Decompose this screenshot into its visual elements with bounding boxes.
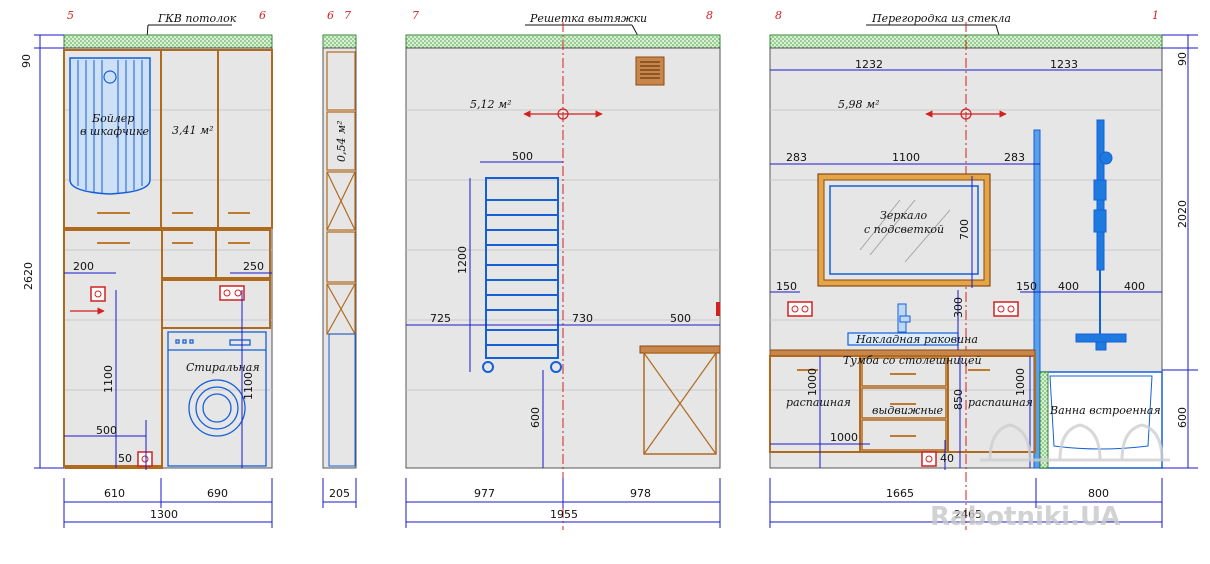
dim-730: 730 bbox=[572, 312, 593, 325]
dim-1000-right: 1000 bbox=[1014, 368, 1027, 396]
washer-label: Стиральная bbox=[186, 361, 260, 374]
dim-610: 610 bbox=[104, 487, 125, 500]
mirror bbox=[817, 173, 991, 287]
dim-283-left: 283 bbox=[786, 151, 807, 164]
dim-200: 200 bbox=[73, 260, 94, 273]
ceiling-label: ГКВ потолок bbox=[157, 12, 237, 25]
vanity-cabinet bbox=[769, 349, 1036, 453]
dim-850: 850 bbox=[952, 389, 965, 410]
axis-label-left: 6 bbox=[327, 9, 334, 22]
axis-label-left: 5 bbox=[67, 9, 74, 22]
dim-500-right: 500 bbox=[670, 312, 691, 325]
boiler-label-line1: Бойлер bbox=[91, 112, 134, 125]
dim-1200: 1200 bbox=[456, 246, 469, 274]
dim-1000-bottom: 1000 bbox=[830, 431, 858, 444]
ceiling-hatch bbox=[63, 34, 273, 49]
dim-50: 50 bbox=[118, 452, 132, 465]
dim-400-left: 400 bbox=[1058, 280, 1079, 293]
vent-label: Решетка вытяжки bbox=[529, 12, 647, 25]
dim-150-left: 150 bbox=[776, 280, 797, 293]
socket-icon bbox=[787, 301, 1019, 467]
dim-90: 90 bbox=[1176, 52, 1189, 66]
dim-500: 500 bbox=[96, 424, 117, 437]
area-label: 5,12 м² bbox=[470, 98, 512, 111]
dim-600: 600 bbox=[529, 407, 542, 428]
dim-205: 205 bbox=[329, 487, 350, 500]
dim-90: 90 bbox=[20, 54, 33, 68]
panel-1: 5 6 ГКВ потолок bbox=[20, 9, 273, 528]
dim-283-right: 283 bbox=[1004, 151, 1025, 164]
dim-1232: 1232 bbox=[855, 58, 883, 71]
axis-label-left: 8 bbox=[775, 9, 782, 22]
panel-4: 8 1 Перегородка из стекла 5,98 м² bbox=[769, 9, 1198, 530]
dim-250: 250 bbox=[243, 260, 264, 273]
dim-1100-right: 1100 bbox=[242, 372, 255, 400]
dim-600: 600 bbox=[1176, 407, 1189, 428]
dim-800: 800 bbox=[1088, 487, 1109, 500]
axis-label-right: 8 bbox=[706, 9, 713, 22]
axis-label-right: 6 bbox=[259, 9, 266, 22]
dim-400-right: 400 bbox=[1124, 280, 1145, 293]
door-left-label: распашная bbox=[786, 396, 851, 409]
dim-300: 300 bbox=[952, 297, 965, 318]
dim-1665: 1665 bbox=[886, 487, 914, 500]
axis-label-left: 7 bbox=[412, 9, 419, 22]
boiler-label-line2: в шкафчике bbox=[80, 125, 150, 138]
light-fixture-icon bbox=[523, 108, 603, 120]
dim-977: 977 bbox=[474, 487, 495, 500]
washing-machine bbox=[167, 331, 267, 467]
sink-label: Накладная раковина bbox=[855, 333, 978, 346]
watermark-text: Rabotniki.UA bbox=[930, 502, 1120, 532]
boiler-drawing bbox=[69, 57, 151, 195]
wall-elevation bbox=[322, 47, 357, 469]
dim-1100: 1100 bbox=[892, 151, 920, 164]
axis-label-right: 7 bbox=[344, 9, 351, 22]
side-cabinet bbox=[639, 345, 721, 455]
watermark: Rabotniki.UA bbox=[930, 423, 1170, 532]
dim-700: 700 bbox=[958, 219, 971, 240]
panel-3: 7 8 Решетка вытяжки 5,12 м² bbox=[405, 9, 721, 530]
glass-partition-label: Перегородка из стекла bbox=[871, 12, 1011, 25]
mirror-label-line1: Зеркало bbox=[880, 209, 928, 222]
cabinet-outline bbox=[63, 49, 273, 469]
door-right-label: распашная bbox=[968, 396, 1033, 409]
dim-40: 40 bbox=[940, 452, 954, 465]
dim-1100-left: 1100 bbox=[102, 365, 115, 393]
dim-690: 690 bbox=[207, 487, 228, 500]
dim-1300: 1300 bbox=[150, 508, 178, 521]
panel-2: 6 7 0,54 м² 205 bbox=[322, 9, 357, 508]
bath-label: Ванна встроенная bbox=[1049, 404, 1161, 417]
dim-1233: 1233 bbox=[1050, 58, 1078, 71]
dim-2620: 2620 bbox=[22, 262, 35, 290]
dim-978: 978 bbox=[630, 487, 651, 500]
dim-500-top: 500 bbox=[512, 150, 533, 163]
dim-1000-left: 1000 bbox=[806, 368, 819, 396]
vent-grille-icon bbox=[635, 56, 665, 86]
drawers-label: выдвижные bbox=[872, 404, 944, 417]
glass-partition bbox=[1033, 129, 1041, 469]
area-label: 5,98 м² bbox=[838, 98, 880, 111]
dim-2020: 2020 bbox=[1176, 200, 1189, 228]
light-fixture-icon bbox=[925, 108, 1007, 120]
shower-set bbox=[1075, 119, 1127, 351]
cabinet-label: Тумба со столешницей bbox=[843, 354, 982, 367]
dim-150-right: 150 bbox=[1016, 280, 1037, 293]
towel-rail bbox=[482, 177, 562, 373]
dim-725: 725 bbox=[430, 312, 451, 325]
socket-icon bbox=[90, 285, 245, 467]
axis-label-right: 1 bbox=[1152, 9, 1159, 22]
dim-1955: 1955 bbox=[550, 508, 578, 521]
area-label: 0,54 м² bbox=[335, 120, 348, 162]
mirror-label-line2: с подсветкой bbox=[864, 223, 944, 236]
area-label: 3,41 м² bbox=[172, 124, 214, 137]
dim-2465: 2465 bbox=[954, 508, 982, 521]
